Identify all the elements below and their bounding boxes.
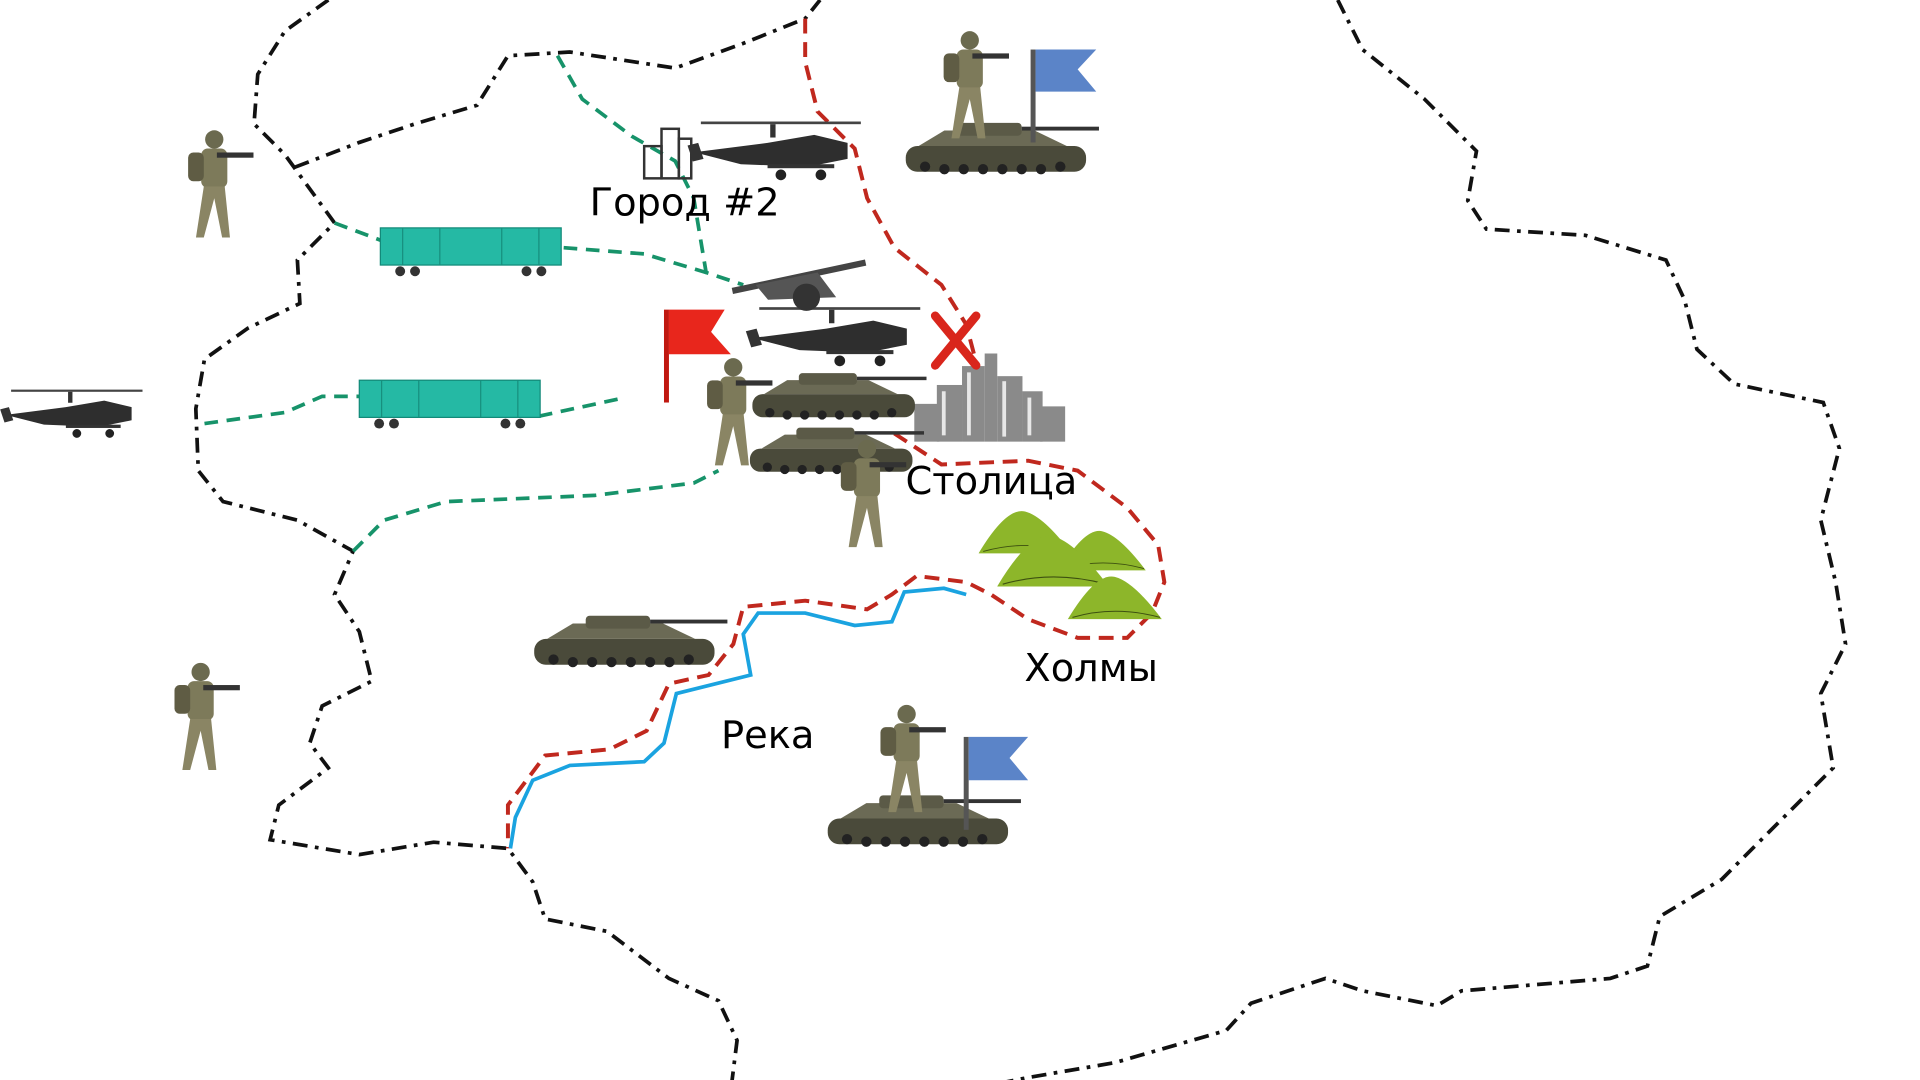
border-east (1006, 0, 1848, 1080)
tank-icon (827, 795, 1021, 847)
tank-icon (905, 122, 1099, 175)
soldier-icon (174, 662, 240, 771)
flag-icon (663, 309, 731, 403)
artillery-icon (731, 259, 867, 311)
railcar-icon (379, 227, 562, 277)
tank-icon (534, 615, 728, 668)
soldier-icon (943, 31, 1009, 139)
flag-icon (1030, 49, 1097, 143)
label-hills: Холмы (1024, 646, 1158, 691)
front-line (505, 18, 1167, 849)
railcar-icon (358, 379, 541, 430)
label-river: Река (721, 713, 814, 758)
border-north (294, 0, 822, 169)
tank-icon (752, 373, 927, 420)
cross-mark-icon (930, 311, 981, 370)
supply-route (555, 54, 744, 287)
helicopter-icon (745, 307, 921, 367)
border-west (193, 0, 739, 1080)
supply-route (204, 394, 620, 426)
supply-route (351, 468, 720, 553)
label-city2: Город #2 (590, 181, 780, 226)
soldier-icon (188, 130, 254, 238)
hills-icon (978, 510, 1163, 620)
flag-icon (963, 736, 1029, 830)
label-capital: Столица (906, 459, 1078, 504)
helicopter-icon (0, 389, 143, 438)
building-icon (642, 127, 693, 180)
river (508, 586, 967, 849)
supply-route (333, 221, 707, 275)
